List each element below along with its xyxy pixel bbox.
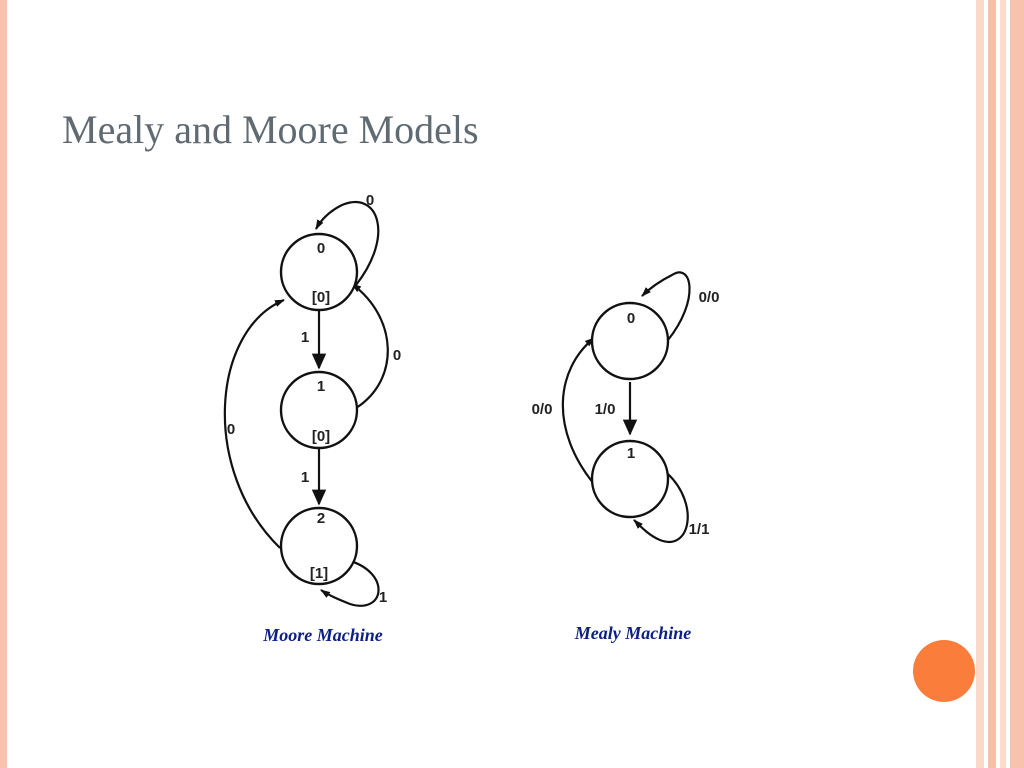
moore-edge-2-2 xyxy=(320,558,380,607)
moore-edge-label: 1 xyxy=(379,589,387,606)
mealy-edge-1-0 xyxy=(561,337,595,485)
moore-edge-label: 0 xyxy=(366,192,374,209)
moore-state-0 xyxy=(279,232,359,312)
moore-edge-2-0 xyxy=(223,298,285,549)
right-stripes xyxy=(976,0,1024,768)
stripe xyxy=(976,0,984,768)
mealy-edge-label: 0/0 xyxy=(532,401,553,418)
moore-edge-label: 0 xyxy=(393,347,401,364)
moore-state-1 xyxy=(279,370,359,450)
mealy-edge-label: 0/0 xyxy=(699,289,720,306)
moore-state-name: 2 xyxy=(317,510,325,527)
stripe xyxy=(1010,0,1024,768)
mealy-machine: 0 1 0/0 1/0 0/0 1/1 Mealy Machine xyxy=(532,271,720,643)
mealy-edge-label: 1/0 xyxy=(595,401,616,418)
moore-state-name: 0 xyxy=(317,240,325,257)
mealy-state-1 xyxy=(590,439,670,519)
moore-machine: 0 [0] 1 [0] 2 [1] 0 1 0 1 0 1 Moore Mach… xyxy=(223,192,401,645)
moore-state-output: [0] xyxy=(312,428,330,445)
moore-caption: Moore Machine xyxy=(262,625,383,645)
mealy-state-name: 0 xyxy=(627,310,635,327)
stripe xyxy=(1000,0,1006,768)
mealy-edge-label: 1/1 xyxy=(689,521,710,538)
mealy-state-name: 1 xyxy=(627,445,635,462)
stripe xyxy=(988,0,996,768)
moore-edge-label: 1 xyxy=(301,469,309,486)
mealy-edge-0-0 xyxy=(641,271,691,341)
moore-edge-0-0 xyxy=(315,201,380,286)
moore-state-output: [1] xyxy=(310,565,328,582)
moore-state-output: [0] xyxy=(312,289,330,306)
mealy-state-0 xyxy=(590,301,670,381)
moore-edge-label: 1 xyxy=(301,329,309,346)
mealy-edge-1-1 xyxy=(633,473,689,543)
moore-edge-1-0 xyxy=(351,283,389,409)
moore-state-name: 1 xyxy=(317,378,325,395)
slide-title: Mealy and Moore Models xyxy=(62,107,479,152)
mealy-caption: Mealy Machine xyxy=(574,623,692,643)
left-border xyxy=(0,0,7,768)
moore-edge-label: 0 xyxy=(227,421,235,438)
accent-dot xyxy=(913,640,975,702)
moore-state-2 xyxy=(279,506,359,586)
